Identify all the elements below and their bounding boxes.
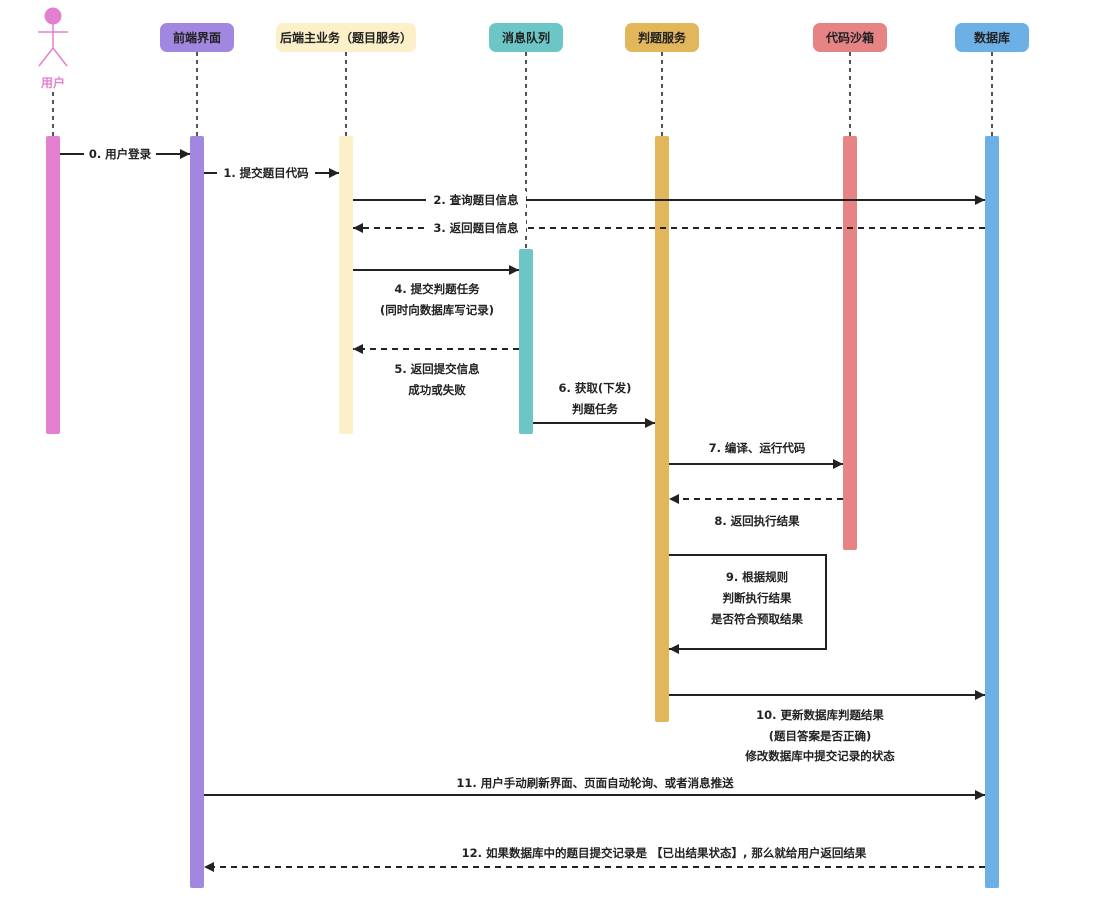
participant-backend-box bbox=[276, 23, 416, 52]
message-10-label-line1: 10. 更新数据库判题结果 bbox=[756, 708, 884, 722]
message-2-label: 2. 查询题目信息 bbox=[433, 193, 519, 207]
participant-sandbox-label: 代码沙箱 bbox=[825, 30, 874, 45]
message-4: 4. 提交判题任务 (同时向数据库写记录) bbox=[353, 265, 519, 317]
participant-sandbox-box bbox=[813, 23, 887, 52]
message-1: 1. 提交题目代码 bbox=[204, 164, 339, 181]
activation-user bbox=[46, 136, 60, 434]
message-6: 6. 获取(下发) 判题任务 bbox=[533, 381, 655, 428]
message-9-arrow bbox=[669, 554, 827, 654]
stick-figure-icon bbox=[38, 7, 68, 67]
activation-queue bbox=[519, 249, 533, 434]
message-5-label-line1: 5. 返回提交信息 bbox=[394, 362, 480, 376]
participant-frontend-label: 前端界面 bbox=[173, 30, 221, 45]
activation-sandbox bbox=[843, 136, 857, 550]
participant-headers: 前端界面 后端主业务（题目服务） 消息队列 判题服务 代码沙箱 数据库 bbox=[160, 23, 1029, 52]
participant-database: 数据库 bbox=[955, 23, 1029, 52]
message-5: 5. 返回提交信息 成功或失败 bbox=[353, 344, 519, 397]
message-10: 10. 更新数据库判题结果 (题目答案是否正确) 修改数据库中提交记录的状态 bbox=[669, 690, 985, 763]
participant-backend: 后端主业务（题目服务） bbox=[276, 23, 416, 52]
activation-bars bbox=[46, 136, 999, 888]
participant-judge-box bbox=[625, 23, 699, 52]
message-8-label: 8. 返回执行结果 bbox=[714, 514, 800, 528]
message-9-label-line2: 判断执行结果 bbox=[723, 591, 792, 605]
participant-frontend: 前端界面 bbox=[160, 23, 234, 52]
message-11: 11. 用户手动刷新界面、页面自动轮询、或者消息推送 bbox=[204, 776, 985, 800]
message-1-label: 1. 提交题目代码 bbox=[223, 166, 309, 180]
message-0: 0. 用户登录 bbox=[60, 145, 190, 162]
message-6-label-line2: 判题任务 bbox=[572, 402, 618, 416]
activation-frontend bbox=[190, 136, 204, 888]
lifelines bbox=[52, 52, 993, 250]
participant-judge: 判题服务 bbox=[625, 23, 699, 52]
messages: 0. 用户登录 1. 提交题目代码 2. 查询题目信息 3. 返回题目信息 4.… bbox=[60, 145, 985, 872]
message-7: 7. 编译、运行代码 bbox=[669, 441, 843, 469]
participant-database-box bbox=[955, 23, 1029, 52]
actor-user: 用户 bbox=[38, 7, 68, 90]
activation-judge bbox=[655, 136, 669, 722]
message-12-label: 12. 如果数据库中的题目提交记录是 【已出结果状态】, 那么就给用户返回结果 bbox=[462, 846, 867, 860]
message-8: 8. 返回执行结果 bbox=[669, 494, 843, 528]
message-5-label-line2: 成功或失败 bbox=[408, 383, 466, 397]
message-9-label-line3: 是否符合预取结果 bbox=[710, 612, 803, 626]
message-11-label: 11. 用户手动刷新界面、页面自动轮询、或者消息推送 bbox=[456, 776, 734, 790]
participant-queue: 消息队列 bbox=[489, 23, 563, 52]
activation-backend bbox=[339, 136, 353, 434]
message-7-label: 7. 编译、运行代码 bbox=[709, 441, 806, 455]
message-2: 2. 查询题目信息 bbox=[353, 191, 985, 208]
message-4-label-line1: 4. 提交判题任务 bbox=[394, 282, 480, 296]
message-10-label-line3: 修改数据库中提交记录的状态 bbox=[744, 749, 895, 763]
activation-database bbox=[985, 136, 999, 888]
message-0-label: 0. 用户登录 bbox=[89, 147, 152, 161]
message-12: 12. 如果数据库中的题目提交记录是 【已出结果状态】, 那么就给用户返回结果 bbox=[204, 846, 985, 872]
participant-sandbox: 代码沙箱 bbox=[813, 23, 887, 52]
participant-queue-box bbox=[489, 23, 563, 52]
participant-backend-label: 后端主业务（题目服务） bbox=[280, 30, 412, 45]
participant-queue-label: 消息队列 bbox=[502, 30, 550, 45]
message-9: 9. 根据规则 判断执行结果 是否符合预取结果 bbox=[669, 554, 827, 654]
actor-label: 用户 bbox=[40, 75, 65, 90]
message-9-label-line1: 9. 根据规则 bbox=[726, 570, 788, 584]
participant-judge-label: 判题服务 bbox=[638, 30, 687, 45]
participant-database-label: 数据库 bbox=[974, 30, 1010, 45]
message-6-label-line1: 6. 获取(下发) bbox=[559, 381, 632, 395]
message-10-label-line2: (题目答案是否正确) bbox=[769, 729, 872, 743]
message-3: 3. 返回题目信息 bbox=[353, 219, 985, 236]
message-4-label-line2: (同时向数据库写记录) bbox=[380, 303, 494, 317]
participant-frontend-box bbox=[160, 23, 234, 52]
message-3-label: 3. 返回题目信息 bbox=[433, 221, 519, 235]
